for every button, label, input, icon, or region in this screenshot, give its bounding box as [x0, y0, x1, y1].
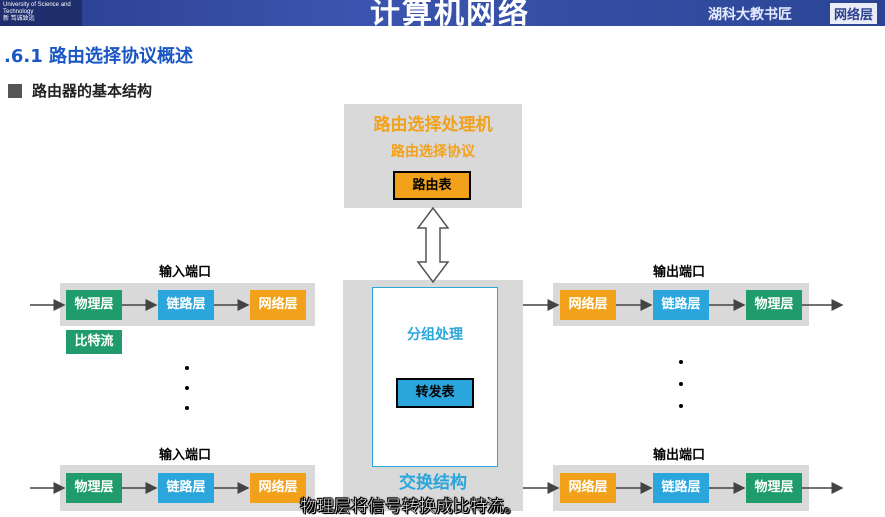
- routing-table: 路由表: [393, 171, 471, 200]
- physical-layer-block: 物理层: [746, 473, 802, 503]
- video-caption: 物理层将信号转换成比特流。: [300, 497, 522, 517]
- ellipsis-dot: [679, 360, 683, 364]
- physical-layer-block: 物理层: [66, 290, 122, 320]
- physical-layer-block: 物理层: [66, 473, 122, 503]
- ellipsis-dot: [185, 386, 189, 390]
- input-port-title: 输入端口: [158, 265, 211, 280]
- author-watermark: 湖科大教书匠: [708, 7, 792, 23]
- link-layer-block: 链路层: [158, 473, 214, 503]
- bitstream-tag: 比特流: [66, 330, 122, 354]
- ellipsis-dot: [185, 406, 189, 410]
- network-layer-block: 网络层: [560, 290, 616, 320]
- input-port-title: 输入端口: [158, 448, 211, 463]
- forwarding-table: 转发表: [396, 378, 474, 408]
- link-layer-block: 链路层: [653, 473, 709, 503]
- network-layer-block: 网络层: [560, 473, 616, 503]
- university-logo: University of Science and Technology 新 笃…: [0, 0, 82, 26]
- ellipsis-dot: [679, 382, 683, 386]
- ellipsis-dot: [185, 366, 189, 370]
- network-layer-block: 网络层: [250, 473, 306, 503]
- processor-title: 路由选择处理机: [373, 115, 493, 135]
- physical-layer-block: 物理层: [746, 290, 802, 320]
- packet-processing-box: [372, 287, 498, 467]
- subsection-title: 路由器的基本结构: [32, 82, 153, 100]
- output-port-title: 输出端口: [652, 265, 705, 280]
- network-layer-block: 网络层: [250, 290, 306, 320]
- logo-motto: 新 笃诚致远: [3, 16, 35, 22]
- chapter-badge: 网络层: [830, 3, 878, 24]
- header-banner: [0, 0, 885, 26]
- link-layer-block: 链路层: [653, 290, 709, 320]
- switch-fabric-label: 交换结构: [399, 473, 467, 493]
- ellipsis-dot: [679, 404, 683, 408]
- course-title: 计算机网络: [370, 0, 530, 31]
- section-title: .6.1 路由选择协议概述: [4, 46, 193, 67]
- bidirectional-arrow: [416, 206, 450, 284]
- link-layer-block: 链路层: [158, 290, 214, 320]
- bullet-square-icon: [8, 84, 22, 98]
- output-port-title: 输出端口: [652, 448, 705, 463]
- logo-text: University of Science and Technology: [3, 2, 71, 15]
- routing-protocol-label: 路由选择协议: [391, 144, 475, 160]
- packet-processing-label: 分组处理: [407, 327, 463, 343]
